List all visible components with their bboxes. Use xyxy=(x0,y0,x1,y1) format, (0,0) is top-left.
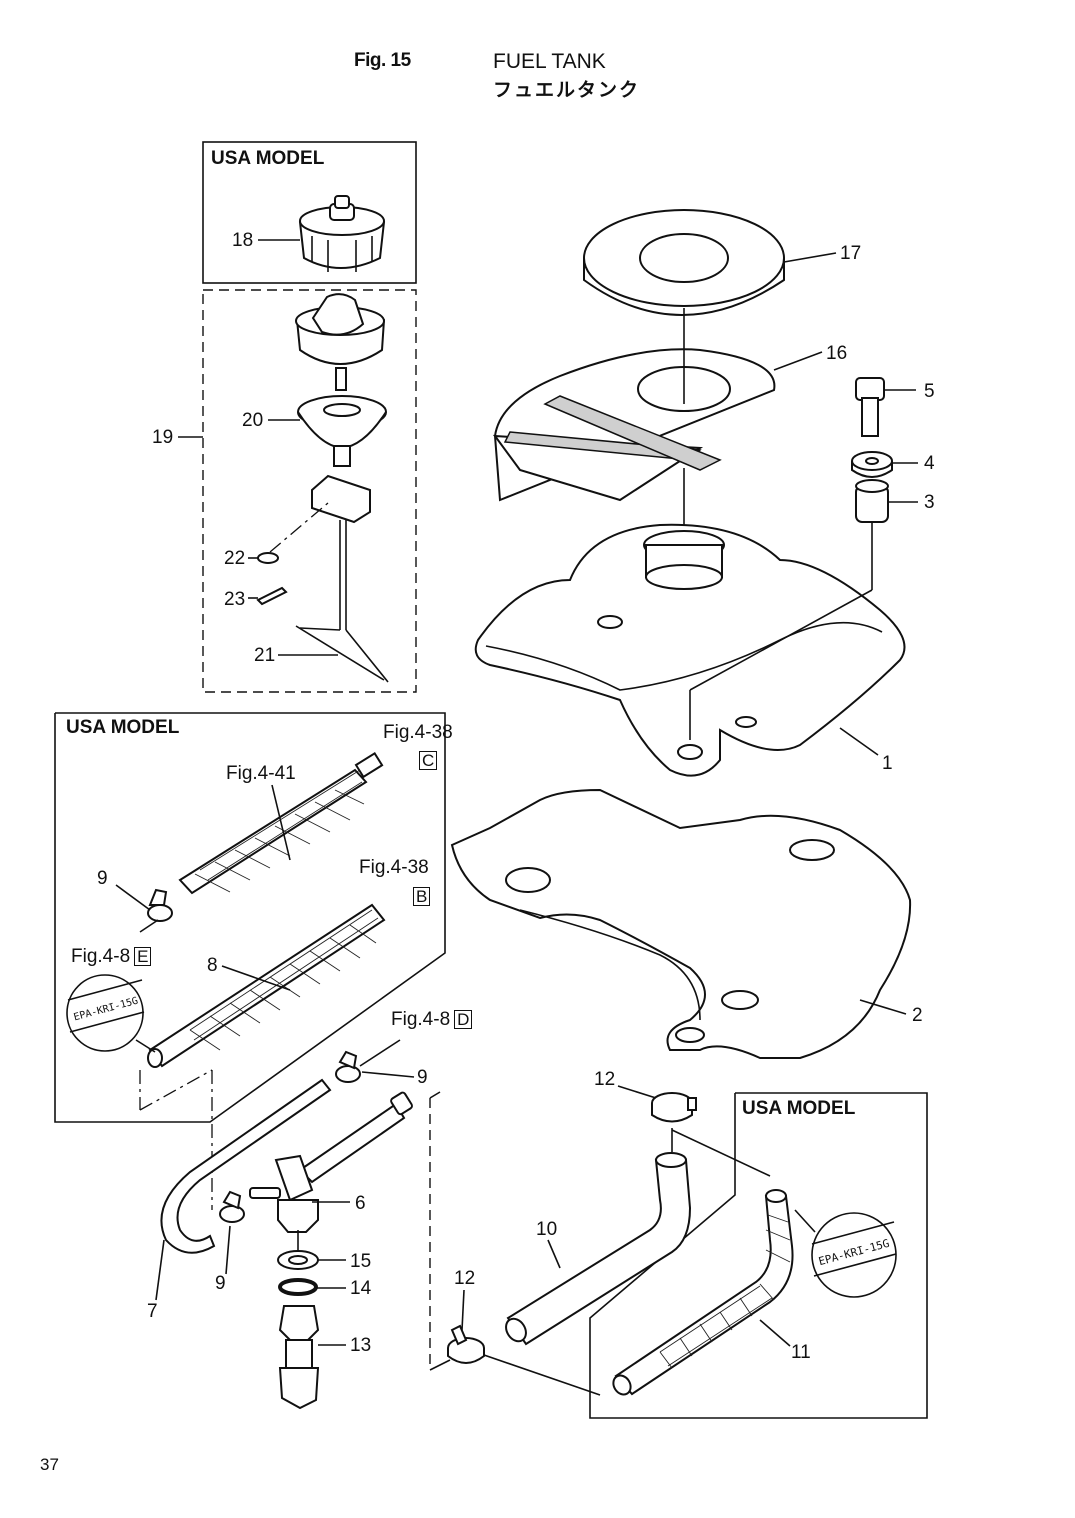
epa-stamp-right xyxy=(811,1212,897,1298)
usa-model-label-right: USA MODEL xyxy=(742,1098,856,1119)
part-10-hose xyxy=(505,1152,692,1346)
part-8-hose xyxy=(147,903,386,1068)
part-3-collar xyxy=(855,479,889,523)
callout-17: 17 xyxy=(840,243,862,264)
title-japanese: フュエルタンク xyxy=(493,80,641,101)
part-14-o-ring xyxy=(278,1278,318,1296)
part-18-fuel-cap xyxy=(298,195,386,272)
callout-22: 22 xyxy=(224,548,246,569)
callout-12-lower: 12 xyxy=(454,1268,476,1289)
callout-21: 21 xyxy=(254,645,276,666)
callout-3: 3 xyxy=(924,492,935,513)
part-13-drain-valve xyxy=(278,1305,320,1410)
title-english: FUEL TANK xyxy=(493,50,606,73)
kit-19-dashed-frame xyxy=(202,289,417,693)
ref-box-c: C xyxy=(415,750,438,772)
callout-11: 11 xyxy=(791,1342,811,1363)
hose-fig-4-41 xyxy=(178,751,384,895)
part-9-clip-middle xyxy=(335,1050,361,1083)
ref-fig-4-41: Fig.4-41 xyxy=(226,763,296,784)
callout-9-upper: 9 xyxy=(97,868,108,889)
part-9-clip-lower xyxy=(219,1190,245,1223)
part-11-hose-usa xyxy=(612,1189,794,1396)
callout-5: 5 xyxy=(924,381,935,402)
page-number: 37 xyxy=(40,1455,59,1474)
callout-1: 1 xyxy=(882,753,893,774)
callout-10: 10 xyxy=(536,1219,558,1240)
part-16-gasket-sheet xyxy=(492,348,776,502)
usa-model-label-middle: USA MODEL xyxy=(66,717,180,738)
usa-model-frame-right xyxy=(589,1092,928,1419)
part-12-clamp-lower xyxy=(447,1324,485,1364)
callout-2: 2 xyxy=(912,1005,923,1026)
callout-15: 15 xyxy=(350,1251,372,1272)
ref-box-b: B xyxy=(409,886,431,908)
part-4-washer xyxy=(851,451,893,478)
ref-fig-4-38-c: Fig.4-38 xyxy=(383,722,453,743)
part-1-fuel-tank xyxy=(474,523,906,777)
usa-model-label-top: USA MODEL xyxy=(211,148,325,169)
figure-number: Fig. 15 xyxy=(354,50,411,71)
callout-23: 23 xyxy=(224,589,246,610)
callout-7: 7 xyxy=(147,1301,158,1322)
callout-9-lower: 9 xyxy=(215,1273,226,1294)
callout-13: 13 xyxy=(350,1335,372,1356)
part-17-foam-filter xyxy=(583,209,785,316)
callout-6: 6 xyxy=(355,1193,366,1214)
usa-model-frame-top xyxy=(202,141,417,284)
callout-8: 8 xyxy=(207,955,218,976)
callout-9-middle: 9 xyxy=(417,1067,428,1088)
callout-4: 4 xyxy=(924,453,935,474)
part-2-tank-base xyxy=(450,788,912,1059)
callout-14: 14 xyxy=(350,1278,372,1299)
kit-19-cap xyxy=(295,293,386,391)
callout-19: 19 xyxy=(152,427,174,448)
part-21-fuel-pickup xyxy=(295,474,389,683)
part-12-clamp-upper xyxy=(651,1092,697,1123)
callout-20: 20 xyxy=(242,410,264,431)
part-20-strainer xyxy=(297,395,387,467)
part-5-bolt xyxy=(855,377,885,437)
ref-fig-4-38-b: Fig.4-38 xyxy=(359,857,429,878)
part-22-washer xyxy=(257,552,279,564)
usa-model-frame-middle xyxy=(54,712,446,1123)
part-23-pin xyxy=(256,586,288,606)
part-6-fuel-valve-hose xyxy=(249,1091,413,1233)
part-7-return-hose xyxy=(160,1078,332,1254)
callout-16: 16 xyxy=(826,343,848,364)
part-15-seal xyxy=(277,1250,319,1270)
callout-12-upper: 12 xyxy=(594,1069,616,1090)
callout-18: 18 xyxy=(232,230,254,251)
part-9-clip-upper xyxy=(147,888,173,922)
